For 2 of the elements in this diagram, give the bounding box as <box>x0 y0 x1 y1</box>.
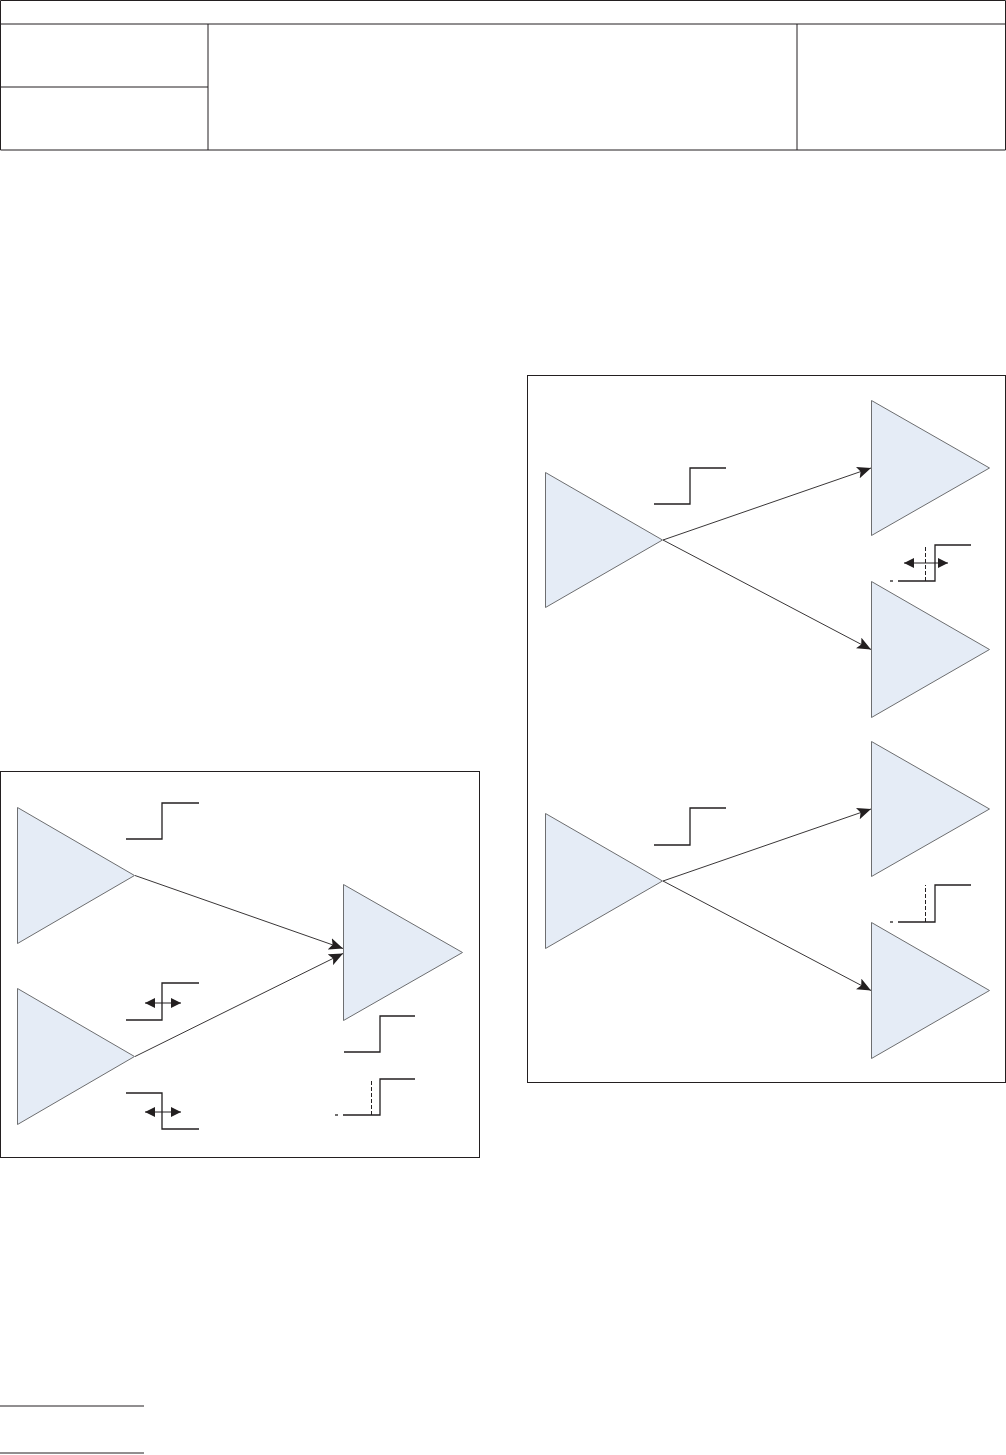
panel-frame <box>527 375 1006 1083</box>
panel-frame <box>0 771 480 1158</box>
